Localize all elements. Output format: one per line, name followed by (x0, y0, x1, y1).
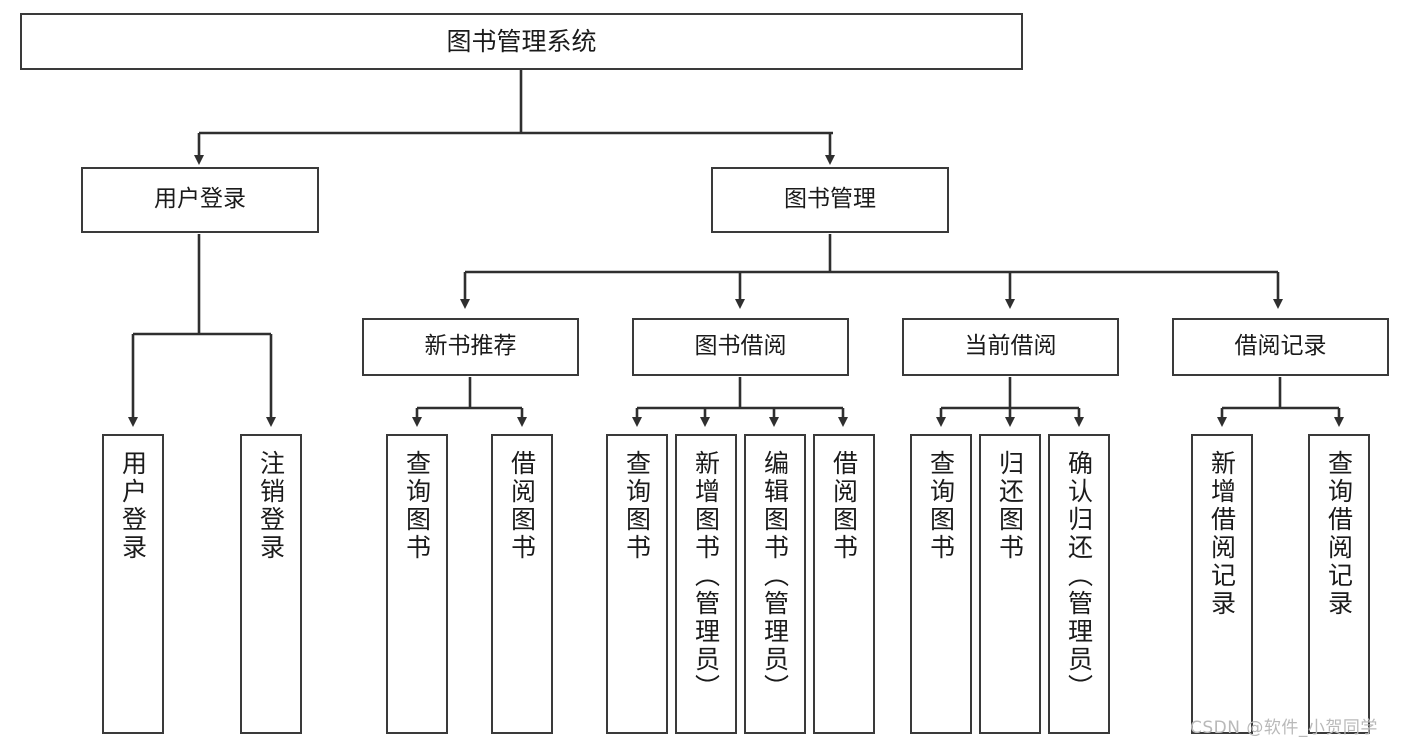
node-borrow-record-label: 借阅记录 (1234, 333, 1327, 360)
node-leaf-return-book-label: 归还图书 (995, 450, 1025, 562)
node-current-borrow[interactable]: 当前借阅 (902, 318, 1119, 376)
node-leaf-return-book[interactable]: 归还图书 (979, 434, 1041, 734)
node-leaf-query-record-label: 查询借阅记录 (1324, 450, 1354, 618)
node-root-label: 图书管理系统 (446, 26, 597, 56)
node-user-login-label: 用户登录 (154, 186, 246, 213)
node-leaf-query-book-2-label: 查询图书 (622, 450, 652, 562)
node-leaf-query-book-3-label: 查询图书 (926, 450, 956, 562)
node-leaf-query-book-2[interactable]: 查询图书 (606, 434, 668, 734)
node-leaf-confirm-return[interactable]: 确认归还（管理员） (1048, 434, 1110, 734)
node-leaf-add-record[interactable]: 新增借阅记录 (1191, 434, 1253, 734)
node-leaf-borrow-book-1-label: 借阅图书 (507, 450, 537, 562)
node-leaf-borrow-book-2[interactable]: 借阅图书 (813, 434, 875, 734)
node-leaf-query-record[interactable]: 查询借阅记录 (1308, 434, 1370, 734)
node-leaf-add-book[interactable]: 新增图书（管理员） (675, 434, 737, 734)
node-leaf-logout-label: 注销登录 (256, 450, 286, 562)
node-leaf-add-book-label: 新增图书（管理员） (691, 450, 721, 702)
node-current-borrow-label: 当前借阅 (964, 333, 1057, 360)
node-user-login[interactable]: 用户登录 (81, 167, 319, 233)
node-leaf-user-login-label: 用户登录 (118, 450, 148, 562)
node-borrow-record[interactable]: 借阅记录 (1172, 318, 1389, 376)
csdn-watermark: CSDN @软件_小贺同学 (1190, 718, 1378, 738)
node-book-borrow-label: 图书借阅 (694, 333, 787, 360)
node-book-manage-label: 图书管理 (784, 186, 876, 213)
node-leaf-borrow-book-2-label: 借阅图书 (829, 450, 859, 562)
node-leaf-borrow-book-1[interactable]: 借阅图书 (491, 434, 553, 734)
node-leaf-logout[interactable]: 注销登录 (240, 434, 302, 734)
node-book-borrow[interactable]: 图书借阅 (632, 318, 849, 376)
node-root[interactable]: 图书管理系统 (20, 13, 1023, 70)
node-leaf-confirm-return-label: 确认归还（管理员） (1064, 450, 1094, 702)
node-leaf-user-login[interactable]: 用户登录 (102, 434, 164, 734)
node-leaf-add-record-label: 新增借阅记录 (1207, 450, 1237, 618)
node-leaf-edit-book[interactable]: 编辑图书（管理员） (744, 434, 806, 734)
node-leaf-query-book-3[interactable]: 查询图书 (910, 434, 972, 734)
node-book-manage[interactable]: 图书管理 (711, 167, 949, 233)
node-leaf-query-book-1[interactable]: 查询图书 (386, 434, 448, 734)
node-leaf-edit-book-label: 编辑图书（管理员） (760, 450, 790, 702)
node-new-book-rec[interactable]: 新书推荐 (362, 318, 579, 376)
node-new-book-rec-label: 新书推荐 (424, 333, 517, 360)
node-leaf-query-book-1-label: 查询图书 (402, 450, 432, 562)
